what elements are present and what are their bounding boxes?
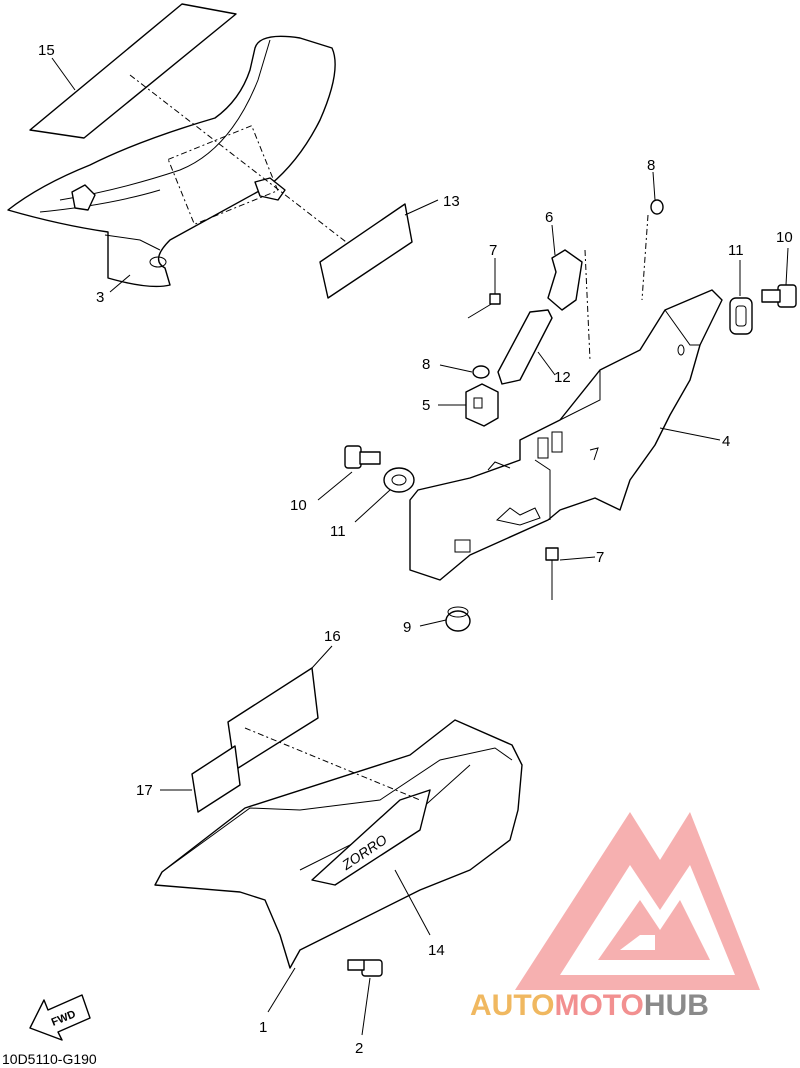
part-11-grommet-right [729, 297, 753, 335]
part-label-4: 4 [722, 433, 730, 450]
part-label-5: 5 [422, 397, 430, 414]
part-8-washer-lower [472, 365, 490, 379]
part-label-9: 9 [403, 619, 411, 636]
part-6-block [547, 249, 583, 311]
part-label-11-right: 11 [728, 242, 744, 259]
part-label-13: 13 [443, 193, 460, 210]
part-label-11-left: 11 [330, 523, 346, 540]
brand-moto: MOTO [554, 989, 643, 1022]
part-label-1: 1 [259, 1019, 267, 1036]
part-15-label [29, 3, 237, 139]
part-label-16: 16 [324, 628, 341, 645]
drawing-code: 10D5110-G190 [2, 1051, 97, 1067]
part-5-clip [465, 383, 499, 427]
brand-hub: HUB [644, 989, 709, 1022]
part-10-bolt-left [344, 445, 381, 469]
part-7-rivet-lower [545, 547, 559, 600]
leader-lines [51, 57, 789, 1036]
brand-auto: AUTO [470, 989, 554, 1022]
part-label-17: 17 [136, 782, 153, 799]
part-11-grommet-left [383, 467, 415, 493]
part-17-decal [191, 745, 241, 813]
part-label-14: 14 [428, 942, 445, 959]
part-16-decal [227, 667, 319, 771]
part-3-side-cover [7, 35, 351, 288]
part-label-10-left: 10 [290, 497, 307, 514]
part-label-15: 15 [38, 42, 55, 59]
part-9-grommet [445, 606, 471, 632]
part-label-10-right: 10 [776, 229, 793, 246]
part-label-6: 6 [545, 209, 553, 226]
part-number-labels: 15 3 13 6 7 8 11 10 12 8 5 4 10 11 7 9 1… [38, 42, 793, 1057]
watermark-brand-text: AUTOMOTOHUB [470, 989, 709, 1022]
part-label-7-lower: 7 [596, 549, 604, 566]
watermark-logo [515, 812, 760, 990]
part-7-rivet-upper [467, 293, 501, 319]
part-2-screw [347, 959, 383, 977]
part-label-7-upper: 7 [489, 242, 497, 259]
fwd-arrow-icon [29, 994, 91, 1041]
part-label-3: 3 [96, 289, 104, 306]
part-label-8-lower: 8 [422, 356, 430, 373]
part-label-12: 12 [554, 369, 571, 386]
part-13-label [319, 203, 413, 299]
part-1-side-cover: ZORRO [154, 719, 523, 969]
part-12-strap [497, 249, 591, 385]
part-10-bolt-right [761, 284, 797, 308]
part-8-washer-upper [641, 199, 664, 301]
part-4-bracket [409, 289, 723, 581]
part-label-8-upper: 8 [647, 157, 655, 174]
part-label-2: 2 [355, 1040, 363, 1057]
